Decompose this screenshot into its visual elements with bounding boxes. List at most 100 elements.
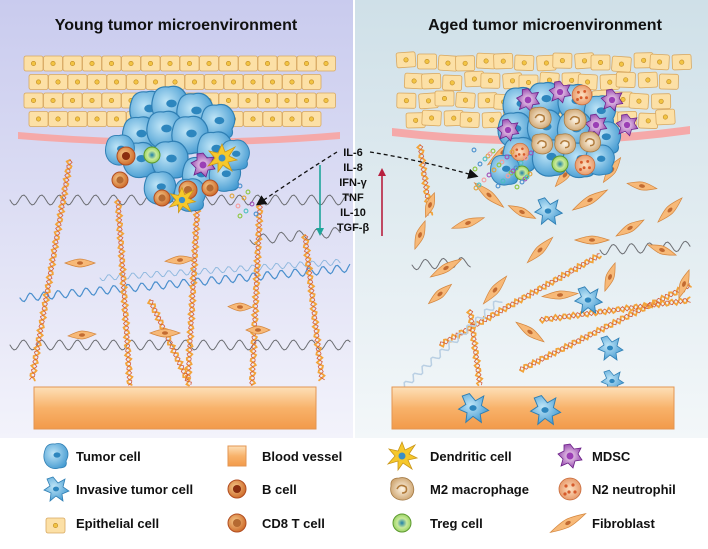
- cytokine-dot: [476, 182, 482, 188]
- cytokine-dot: [477, 161, 483, 167]
- cytokine-dot: [524, 174, 530, 180]
- epithelial-cell: [179, 55, 200, 72]
- epithelial-cell: [395, 51, 417, 69]
- fibroblast-cell: [424, 191, 436, 219]
- epithelial-cell: [28, 74, 49, 90]
- epithelial-cell: [459, 111, 480, 128]
- blue-matrix-fiber: [399, 300, 503, 392]
- epithelial-cell: [615, 71, 636, 88]
- epithelial-cell: [140, 55, 161, 72]
- m2-macrophage-cell: [528, 106, 552, 129]
- fibroblast-cell: [657, 197, 683, 223]
- cytokine-tgfb: TGF-β: [337, 222, 370, 234]
- legend-label-blood-vessel: Blood vessel: [262, 449, 342, 464]
- epithelial-cell: [184, 74, 205, 90]
- fibroblast-cell: [427, 283, 453, 305]
- cytokine-dot: [237, 183, 243, 189]
- fibroblast-cell: [540, 290, 580, 300]
- epithelial-cell: [403, 72, 425, 90]
- cd8-t-cell-icon: [227, 513, 247, 533]
- fibroblast-cell: [64, 258, 96, 268]
- epithelial-cell: [464, 70, 485, 88]
- cytokine-arrow-aged: [369, 151, 479, 179]
- legend-label-tumor-cell: Tumor cell: [76, 449, 141, 464]
- cytokine-il10: IL-10: [340, 207, 366, 219]
- epithelial-cell: [43, 55, 63, 72]
- young-basement-membrane: [18, 132, 340, 146]
- mdsc-icon: [557, 443, 583, 469]
- cytokine-dot: [510, 168, 516, 174]
- fibroblast-icon: [549, 513, 587, 533]
- cytokine-dot: [481, 177, 487, 183]
- epithelial-cell: [633, 52, 654, 69]
- n2-neutrophil-cell: [574, 154, 596, 176]
- fibroblast-cell: [450, 217, 486, 229]
- cytokine-dot: [243, 208, 249, 214]
- extracellular-matrix-fiber: [411, 256, 471, 271]
- n2-neutrophil-cell: [571, 84, 593, 106]
- epithelial-cell: [62, 92, 83, 109]
- cytokine-dot: [513, 165, 519, 171]
- fibroblast-cell: [482, 275, 508, 305]
- epithelial-cell: [48, 74, 68, 90]
- mdsc-cell: [496, 118, 520, 142]
- epithelial-cell: [434, 90, 455, 107]
- epithelial-cell: [257, 55, 278, 72]
- epithelial-cell: [477, 92, 498, 109]
- collagen-fiber-strand: [149, 299, 192, 385]
- epithelial-cell: [82, 92, 102, 109]
- epithelial-cell-icon: [45, 517, 66, 534]
- cytokine-dot: [500, 178, 506, 184]
- legend-label-b-cell: B cell: [262, 482, 297, 497]
- blood-vessel-icon: [227, 445, 247, 467]
- legend-label-mdsc: MDSC: [592, 449, 631, 464]
- epithelial-cell: [658, 73, 679, 90]
- m2-macrophage-cell: [579, 131, 601, 153]
- young-panel-title: Young tumor microenvironment: [55, 17, 298, 34]
- cytokine-dot: [229, 193, 235, 199]
- m2-macrophage-cell: [554, 133, 576, 155]
- m2-macrophage-cell: [531, 133, 553, 155]
- epithelial-cell: [160, 55, 180, 72]
- cytokine-dot: [482, 156, 488, 162]
- cytokine-ifng: IFN-γ: [339, 177, 367, 189]
- invasive-tumor-cell: [529, 395, 562, 426]
- fibroblast-cell: [245, 325, 271, 335]
- cytokine-dot: [523, 155, 529, 161]
- cytokine-tnf: TNF: [342, 192, 364, 204]
- blue-matrix-fiber: [19, 263, 351, 303]
- cytokine-dot: [245, 189, 251, 195]
- epithelial-cell: [223, 74, 244, 90]
- epithelial-cell: [417, 53, 437, 70]
- epithelial-cell: [126, 74, 146, 90]
- aged-panel-title: Aged tumor microenvironment: [428, 17, 662, 34]
- epithelial-cell: [282, 111, 302, 127]
- epithelial-cell: [396, 92, 417, 109]
- epithelial-cell: [296, 55, 317, 72]
- epithelial-cell: [651, 93, 672, 110]
- epithelial-cell: [28, 111, 49, 127]
- invasive-tumor-cell: [597, 335, 624, 361]
- epithelial-cell: [405, 112, 426, 129]
- epithelial-cell: [655, 108, 676, 126]
- cd8-t-cell: [201, 179, 219, 197]
- legend-label-epithelial-cell: Epithelial cell: [76, 516, 159, 531]
- epithelial-cell: [101, 92, 122, 109]
- fibroblast-cell: [227, 302, 253, 312]
- epithelial-cell: [106, 74, 127, 90]
- epithelial-cell: [101, 55, 122, 72]
- mdsc-cell: [190, 152, 216, 178]
- cytokine-il8: IL-8: [343, 162, 363, 174]
- epithelial-cell: [316, 92, 336, 109]
- epithelial-cell: [628, 92, 650, 110]
- legend-label-n2-neutrophil: N2 neutrophil: [592, 482, 676, 497]
- epithelial-cell: [243, 111, 263, 127]
- dendritic-cell: [206, 142, 239, 174]
- cd8-t-cell: [111, 171, 129, 189]
- collagen-fiber-strand: [185, 194, 201, 381]
- collagen-fiber-strand: [303, 234, 325, 381]
- epithelial-cell: [262, 111, 283, 127]
- fibroblast-cell: [526, 236, 554, 264]
- collagen-fiber-strand: [468, 309, 483, 386]
- epithelial-cell: [480, 72, 501, 89]
